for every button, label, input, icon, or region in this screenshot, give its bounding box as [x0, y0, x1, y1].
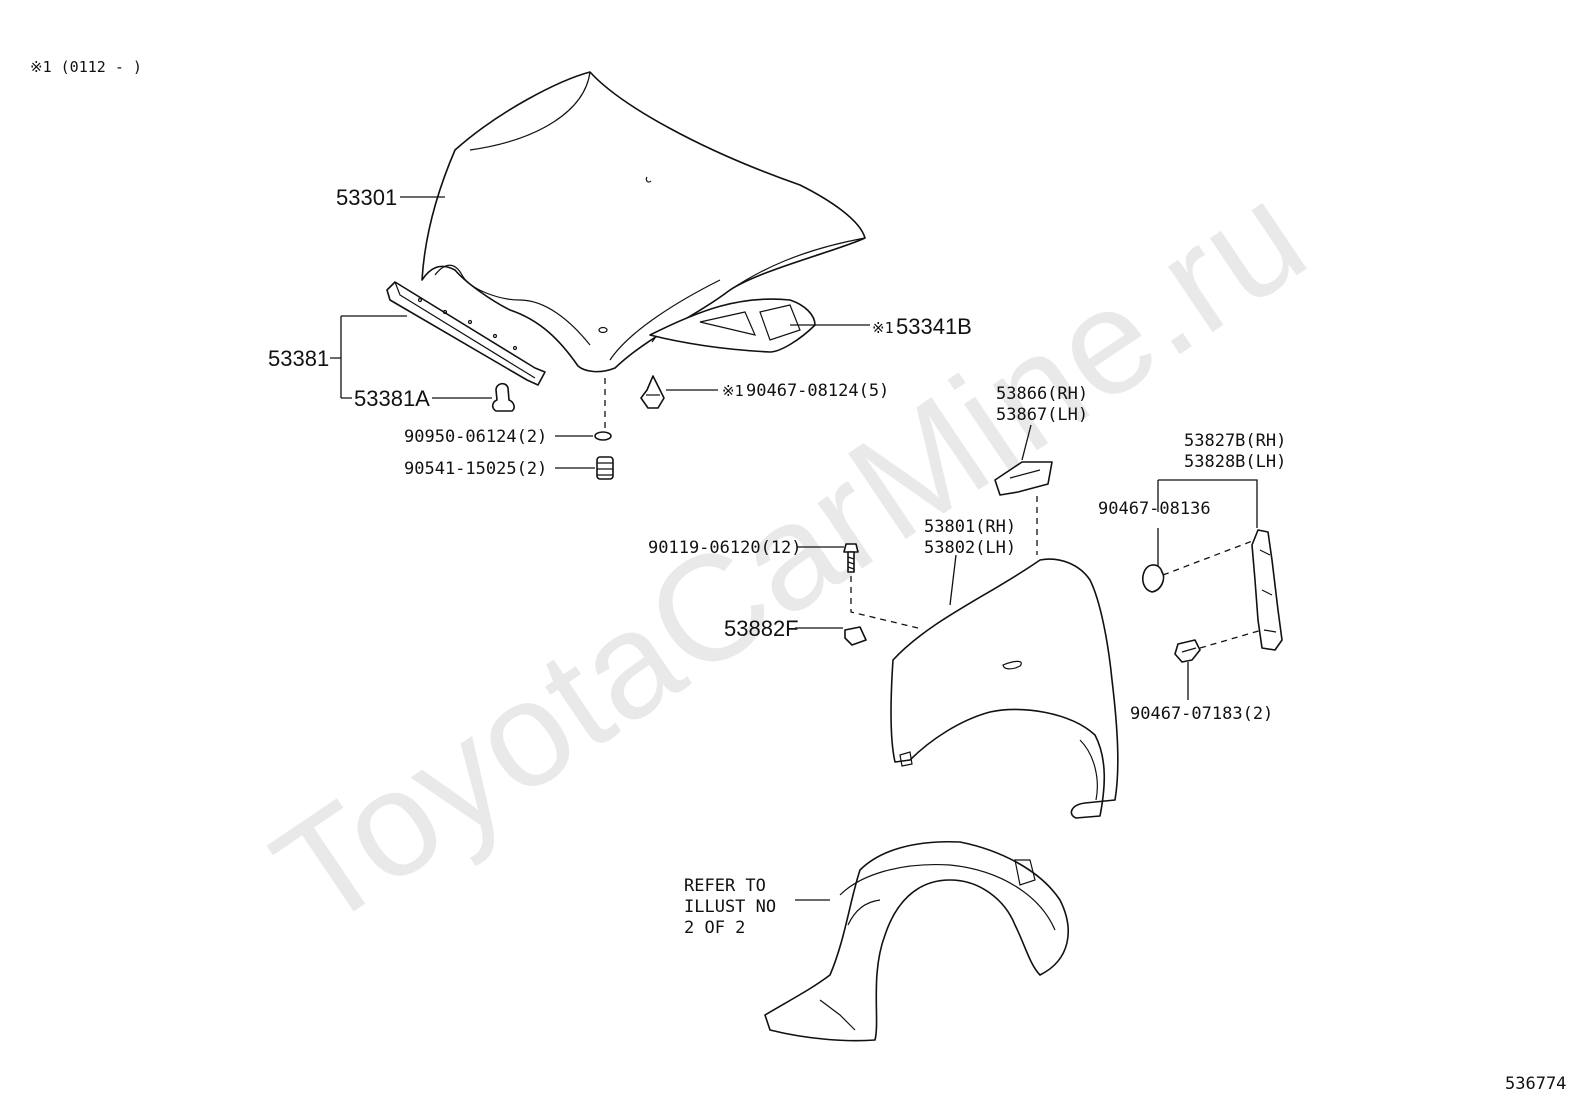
label-bolt: 90119-06120(12) — [648, 538, 802, 558]
label-refer-line-3: 2 OF 2 — [684, 918, 745, 938]
label-clip-08136: 90467-08136 — [1098, 499, 1211, 519]
label-insulator-mark: ※1 — [872, 319, 894, 337]
note-text: ※1 (0112 - ) — [30, 58, 142, 76]
hood-cushion[interactable] — [596, 456, 614, 480]
label-bracket-rh: 53827B(RH) — [1184, 431, 1286, 451]
label-hood: 53301 — [336, 185, 397, 210]
image-number: 536774 — [1505, 1074, 1566, 1094]
leader-lines — [330, 196, 1258, 901]
label-cover-lh: 53867(LH) — [996, 405, 1088, 425]
front-fender[interactable] — [890, 558, 1119, 819]
label-refer-line-2: ILLUST NO — [684, 897, 776, 917]
label-washer: 90950-06124(2) — [404, 427, 547, 447]
fender-liner[interactable] — [764, 840, 1069, 1042]
hood-clip-08124[interactable] — [640, 375, 665, 409]
seal-clip[interactable] — [491, 382, 515, 412]
label-refer-line-1: REFER TO — [684, 876, 766, 896]
washer[interactable] — [594, 431, 612, 441]
label-clip-07183: 90467-07183(2) — [1130, 704, 1273, 724]
fender-bolt[interactable] — [843, 543, 859, 573]
label-bracket-lh: 53828B(LH) — [1184, 452, 1286, 472]
label-cover-rh: 53866(RH) — [996, 384, 1088, 404]
label-cushion: 90541-15025(2) — [404, 459, 547, 479]
bracket-clip-07183[interactable] — [1174, 639, 1201, 663]
fender-bracket[interactable] — [1251, 529, 1283, 651]
label-nut: 53882F — [724, 616, 799, 641]
bracket-clip-08136[interactable] — [1142, 564, 1165, 593]
assembly-lines — [604, 378, 1263, 649]
label-fender-lh: 53802(LH) — [924, 538, 1016, 558]
label-clip-08124-mark: ※1 — [722, 382, 744, 400]
label-insulator: 53341B — [896, 314, 972, 339]
fender-nut[interactable] — [844, 626, 867, 646]
hood-panel[interactable] — [421, 71, 866, 373]
label-clip-08124: 90467-08124(5) — [746, 381, 889, 401]
label-seal-clip: 53381A — [354, 386, 430, 411]
label-seal-assy: 53381 — [268, 346, 329, 371]
fender-cover[interactable] — [994, 461, 1053, 496]
hood-seal-strip[interactable] — [386, 281, 546, 386]
label-fender-rh: 53801(RH) — [924, 517, 1016, 537]
